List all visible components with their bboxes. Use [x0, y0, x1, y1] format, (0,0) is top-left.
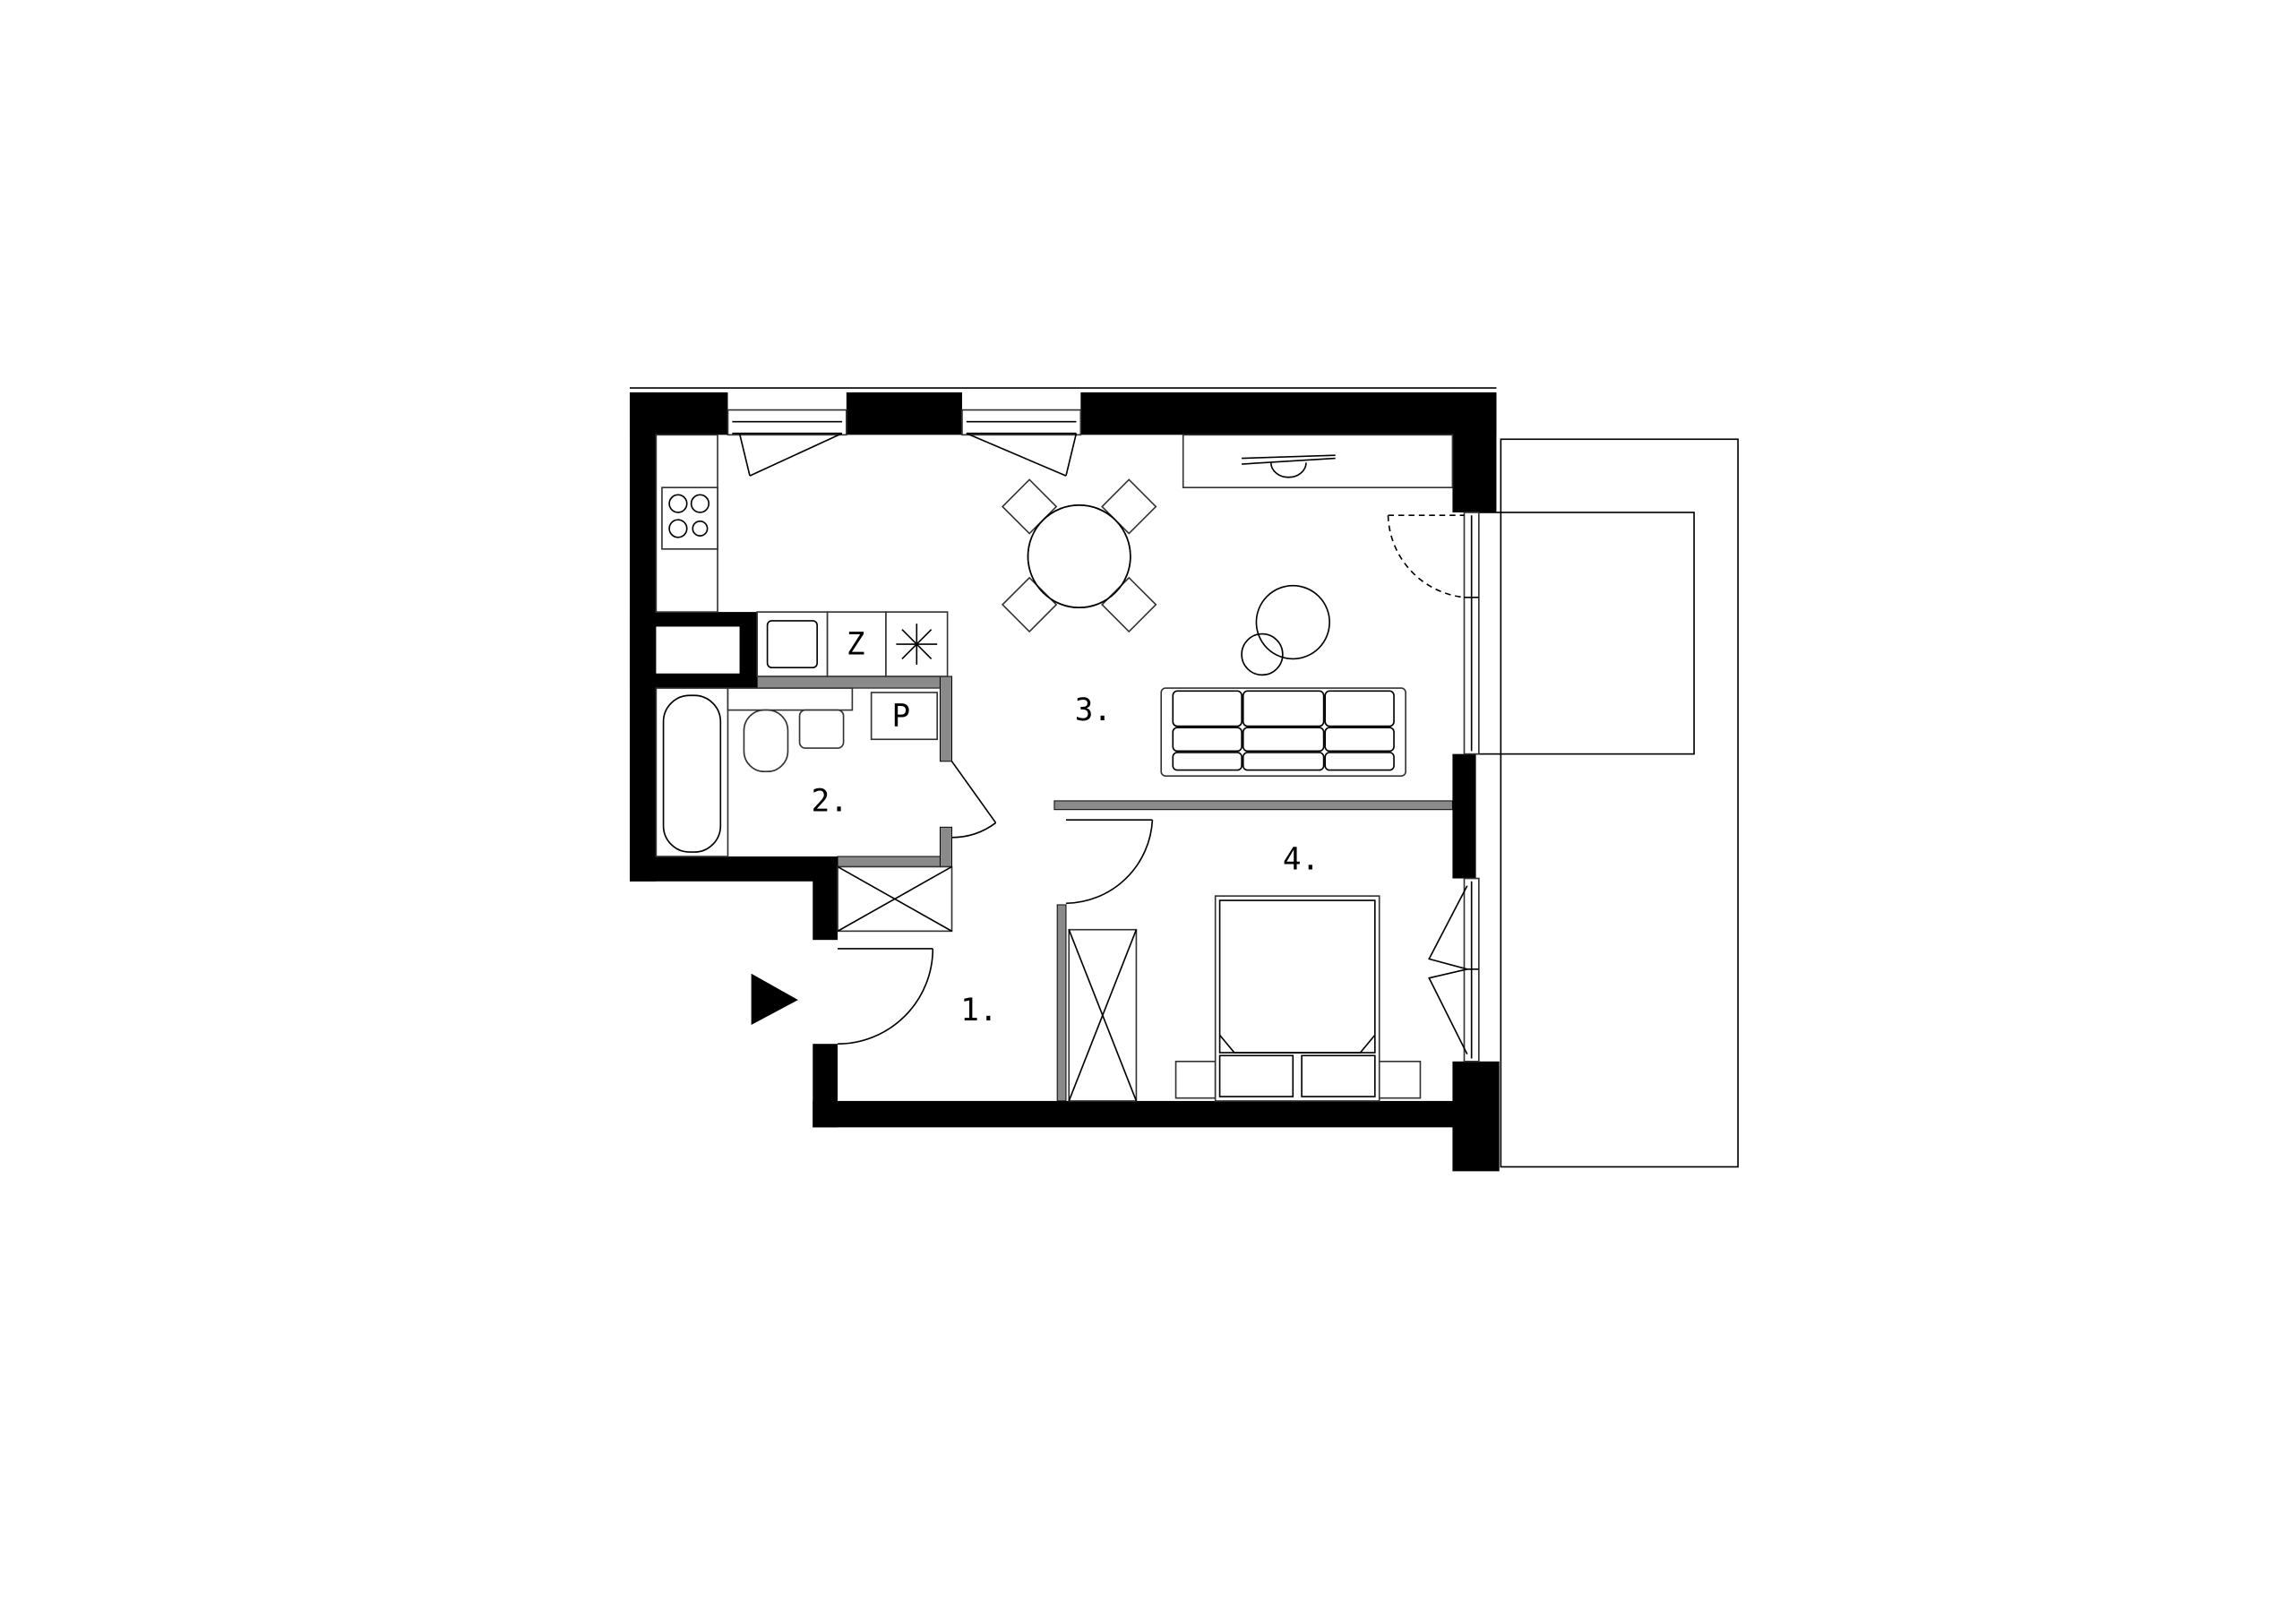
room-label-1: 1.	[960, 993, 997, 1028]
fridge-mark: Z	[847, 626, 865, 662]
entrance-arrow-icon	[751, 973, 798, 1025]
nightstand-left	[1174, 1060, 1217, 1099]
bathroom-door	[950, 761, 997, 839]
window-bedroom	[1428, 877, 1480, 1063]
bedroom-door	[1065, 819, 1154, 905]
kitchen-sink-icon	[766, 620, 818, 669]
exterior-walls	[629, 391, 1500, 1172]
room-label-3: 3.	[1075, 693, 1112, 728]
entrance-door	[838, 948, 934, 1045]
bathtub-icon	[662, 694, 722, 853]
window-top-2	[961, 409, 1082, 477]
rug-small	[1241, 632, 1284, 676]
tv-unit	[1182, 434, 1454, 489]
washbasin-icon	[798, 709, 845, 749]
rug-large	[1255, 584, 1330, 660]
stove-icon	[661, 486, 718, 550]
bed	[1214, 895, 1380, 1102]
nightstand-right	[1378, 1060, 1422, 1099]
washer-mark: P	[892, 699, 911, 735]
freezer-icon	[896, 624, 938, 665]
toilet-icon	[743, 709, 789, 773]
kitchen: Z	[655, 434, 949, 677]
room-label-2: 2.	[812, 783, 848, 819]
window-top-1	[727, 409, 847, 477]
room-label-4: 4.	[1283, 842, 1320, 878]
hall-closet	[837, 865, 953, 933]
dining-table	[1001, 478, 1157, 633]
bedroom	[1068, 895, 1422, 1102]
living-room	[1001, 434, 1454, 777]
sofa	[1160, 687, 1406, 777]
balcony	[1475, 438, 1739, 1168]
balcony-door	[1387, 512, 1480, 755]
bathroom: P	[655, 687, 938, 857]
